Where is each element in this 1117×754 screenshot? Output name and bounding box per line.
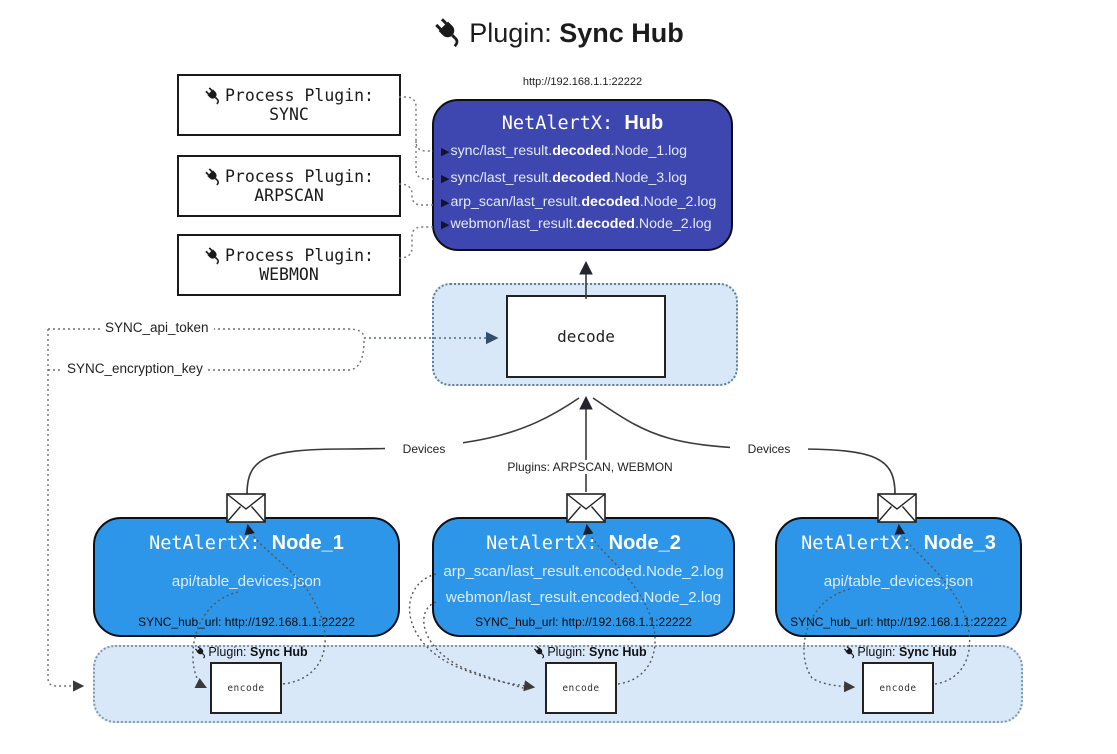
- node-name: Node_1: [271, 532, 344, 554]
- node-brand: NetAlertX:: [486, 533, 609, 554]
- node-hub-url: SYNC_hub_url: http://192.168.1.1:22222: [790, 615, 1007, 629]
- log-pre: arp_scan/last_result.: [450, 194, 582, 211]
- process-plugin-arpscan: Process Plugin: ARPSCAN: [177, 155, 401, 217]
- process-plugin-webmon: Process Plugin: WEBMON: [177, 234, 401, 296]
- process-plugin-label: Process Plugin:: [224, 167, 374, 186]
- plug-icon: [844, 645, 855, 659]
- hub-box: NetAlertX: Hub ▶sync/last_result.decoded…: [432, 99, 733, 251]
- node-1-box: NetAlertX: Node_1 api/table_devices.json…: [93, 517, 400, 637]
- log-pre: sync/last_result.: [450, 170, 553, 187]
- log-bold: decoded: [576, 215, 635, 232]
- node-file: api/table_devices.json: [171, 573, 322, 590]
- process-plugin-label: Process Plugin:: [224, 86, 374, 105]
- sync-encryption-key-label: SYNC_encryption_key: [62, 361, 208, 376]
- encode-plugin-label: Plugin: Sync Hub: [815, 645, 985, 659]
- plug-icon: [195, 645, 206, 659]
- edge-label-devices-left: Devices: [385, 442, 463, 456]
- encode-box: encode: [545, 662, 617, 714]
- page-title-bold: Sync Hub: [559, 18, 684, 48]
- log-pre: sync/last_result.: [450, 143, 553, 159]
- encode-plugin-prefix: Plugin:: [208, 645, 251, 659]
- log-post: .Node_2.log: [634, 215, 712, 232]
- hub-name: Hub: [624, 112, 664, 134]
- encode-plugin-bold: Sync Hub: [589, 645, 647, 659]
- log-pre: webmon/last_result.: [450, 215, 577, 232]
- log-post: .Node_3.log: [610, 170, 688, 187]
- node-title: NetAlertX: Node_1: [95, 532, 398, 555]
- node-title: NetAlertX: Node_2: [434, 532, 733, 555]
- input-arrow-icon: ▶: [441, 173, 450, 186]
- node-title: NetAlertX: Node_3: [777, 532, 1020, 555]
- envelope-icon: [566, 493, 606, 523]
- encode-box: encode: [862, 662, 934, 714]
- encode-plugin-prefix: Plugin:: [547, 645, 590, 659]
- process-plugin-name: ARPSCAN: [254, 186, 324, 205]
- input-arrow-icon: ▶: [441, 197, 450, 210]
- log-bold: decoded: [552, 143, 611, 159]
- node-name: Node_3: [923, 532, 996, 554]
- process-plugin-label: Process Plugin:: [224, 246, 374, 265]
- node-file: webmon/last_result.encoded.Node_2.log: [445, 589, 722, 606]
- edge-label-devices-right: Devices: [730, 442, 808, 456]
- plug-icon: [205, 87, 220, 105]
- envelope-icon: [877, 493, 917, 523]
- encode-plugin-bold: Sync Hub: [899, 645, 957, 659]
- process-plugin-sync: Process Plugin: SYNC: [177, 74, 401, 136]
- process-plugin-name: SYNC: [269, 105, 309, 124]
- page-title-text: Plugin:: [469, 18, 552, 48]
- hub-url: http://192.168.1.1:22222: [522, 76, 643, 88]
- encode-plugin-prefix: Plugin:: [857, 645, 900, 659]
- encode-box: encode: [210, 662, 282, 714]
- plug-icon: [435, 18, 459, 48]
- log-post: .Node_2.log: [639, 194, 717, 211]
- encode-plugin-label: Plugin: Sync Hub: [505, 645, 675, 659]
- envelope-icon: [226, 493, 266, 523]
- log-bold: decoded: [581, 194, 640, 211]
- edge-label-plugins: Plugins: ARPSCAN, WEBMON: [496, 460, 684, 474]
- node-3-box: NetAlertX: Node_3 api/table_devices.json…: [775, 517, 1022, 637]
- hub-log-line: ▶sync/last_result.decoded.Node_3.log: [434, 171, 731, 185]
- node-name: Node_2: [608, 532, 681, 554]
- process-plugin-name: WEBMON: [259, 265, 319, 284]
- node-2-box: NetAlertX: Node_2 arp_scan/last_result.e…: [432, 517, 735, 637]
- encode-plugin-bold: Sync Hub: [250, 645, 308, 659]
- hub-log-line: ▶webmon/last_result.decoded.Node_2.log: [434, 217, 731, 231]
- input-arrow-icon: ▶: [441, 146, 450, 158]
- hub-title: NetAlertX: Hub: [434, 112, 731, 135]
- node-hub-url: SYNC_hub_url: http://192.168.1.1:22222: [138, 615, 355, 629]
- input-arrow-icon: ▶: [441, 218, 450, 231]
- plug-icon: [205, 247, 220, 265]
- hub-brand: NetAlertX:: [501, 113, 625, 134]
- node-brand: NetAlertX:: [149, 533, 272, 554]
- node-hub-url: SYNC_hub_url: http://192.168.1.1:22222: [475, 615, 692, 629]
- node-file: api/table_devices.json: [823, 573, 974, 590]
- plug-icon: [205, 168, 220, 186]
- log-bold: decoded: [552, 170, 611, 187]
- hub-log-line: ▶sync/last_result.decoded.Node_1.log: [434, 144, 731, 158]
- encode-plugin-label: Plugin: Sync Hub: [166, 645, 336, 659]
- sync-api-token-label: SYNC_api_token: [100, 320, 214, 335]
- node-brand: NetAlertX:: [801, 533, 924, 554]
- page-title: Plugin: Sync Hub: [0, 16, 1117, 49]
- plug-icon: [534, 645, 545, 659]
- node-file: arp_scan/last_result.encoded.Node_2.log: [443, 563, 724, 580]
- log-post: .Node_1.log: [610, 143, 688, 159]
- hub-log-line: ▶arp_scan/last_result.decoded.Node_2.log: [434, 195, 731, 209]
- decode-box: decode: [506, 295, 666, 378]
